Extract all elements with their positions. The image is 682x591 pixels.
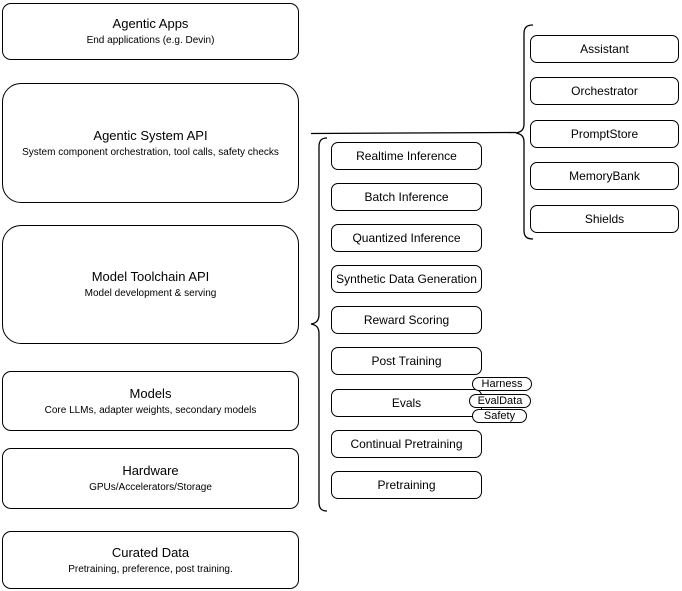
node-label: Reward Scoring xyxy=(363,313,450,327)
node-label: Post Training xyxy=(371,354,442,368)
tag-evaldata: EvalData xyxy=(469,394,531,408)
node-label: MemoryBank xyxy=(569,169,640,183)
node-model-toolchain-api: Model Toolchain API Model development & … xyxy=(2,225,299,344)
node-subtitle: GPUs/Accelerators/Storage xyxy=(89,482,212,493)
node-hardware: Hardware GPUs/Accelerators/Storage xyxy=(2,448,299,509)
node-subtitle: End applications (e.g. Devin) xyxy=(86,35,215,46)
node-label: Orchestrator xyxy=(571,84,638,98)
node-title: Curated Data xyxy=(111,544,190,560)
node-title: Hardware xyxy=(122,463,179,478)
node-pretraining: Pretraining xyxy=(331,471,482,499)
node-subtitle: Model development & serving xyxy=(84,288,217,299)
node-memorybank: MemoryBank xyxy=(530,162,679,190)
node-label: Assistant xyxy=(580,42,629,56)
tag-label: Harness xyxy=(481,378,523,390)
node-subtitle: Pretraining, preference, post training. xyxy=(68,563,233,575)
node-label: Batch Inference xyxy=(364,190,449,204)
node-label: Evals xyxy=(391,396,422,410)
toolchain-brace xyxy=(310,137,328,512)
node-agentic-apps: Agentic Apps End applications (e.g. Devi… xyxy=(2,3,299,60)
node-subtitle: Core LLMs, adapter weights, secondary mo… xyxy=(44,404,257,416)
node-shields: Shields xyxy=(530,205,679,233)
node-evals: Evals xyxy=(331,389,482,417)
tag-label: EvalData xyxy=(477,395,523,407)
node-label: Shields xyxy=(584,212,625,226)
node-title: Model Toolchain API xyxy=(91,269,210,284)
node-title: Models xyxy=(129,385,172,401)
node-label: Realtime Inference xyxy=(356,149,457,163)
system-connector-line xyxy=(310,131,517,135)
node-reward-scoring: Reward Scoring xyxy=(331,306,482,334)
node-label: Quantized Inference xyxy=(352,231,461,245)
node-label: Pretraining xyxy=(377,478,436,492)
node-subtitle: System component orchestration, tool cal… xyxy=(22,146,279,158)
tag-label: Safety xyxy=(483,410,516,422)
node-curated-data: Curated Data Pretraining, preference, po… xyxy=(2,531,299,589)
tag-harness: Harness xyxy=(472,377,532,391)
node-realtime-inference: Realtime Inference xyxy=(331,142,482,170)
node-continual-pretraining: Continual Pretraining xyxy=(331,430,482,458)
node-assistant: Assistant xyxy=(530,35,679,63)
node-orchestrator: Orchestrator xyxy=(530,77,679,105)
node-agentic-system-api: Agentic System API System component orch… xyxy=(2,83,299,203)
node-label: PromptStore xyxy=(570,127,639,141)
node-label: Synthetic Data Generation xyxy=(336,272,477,286)
node-quantized-inference: Quantized Inference xyxy=(331,224,482,252)
tag-safety: Safety xyxy=(472,409,527,423)
node-models: Models Core LLMs, adapter weights, secon… xyxy=(2,371,299,431)
node-post-training: Post Training xyxy=(331,347,482,375)
node-promptstore: PromptStore xyxy=(530,120,679,148)
node-label: Continual Pretraining xyxy=(350,437,463,451)
node-batch-inference: Batch Inference xyxy=(331,183,482,211)
node-synthetic-data-generation: Synthetic Data Generation xyxy=(331,265,482,293)
node-title: Agentic Apps xyxy=(112,16,189,31)
node-title: Agentic System API xyxy=(93,127,208,143)
